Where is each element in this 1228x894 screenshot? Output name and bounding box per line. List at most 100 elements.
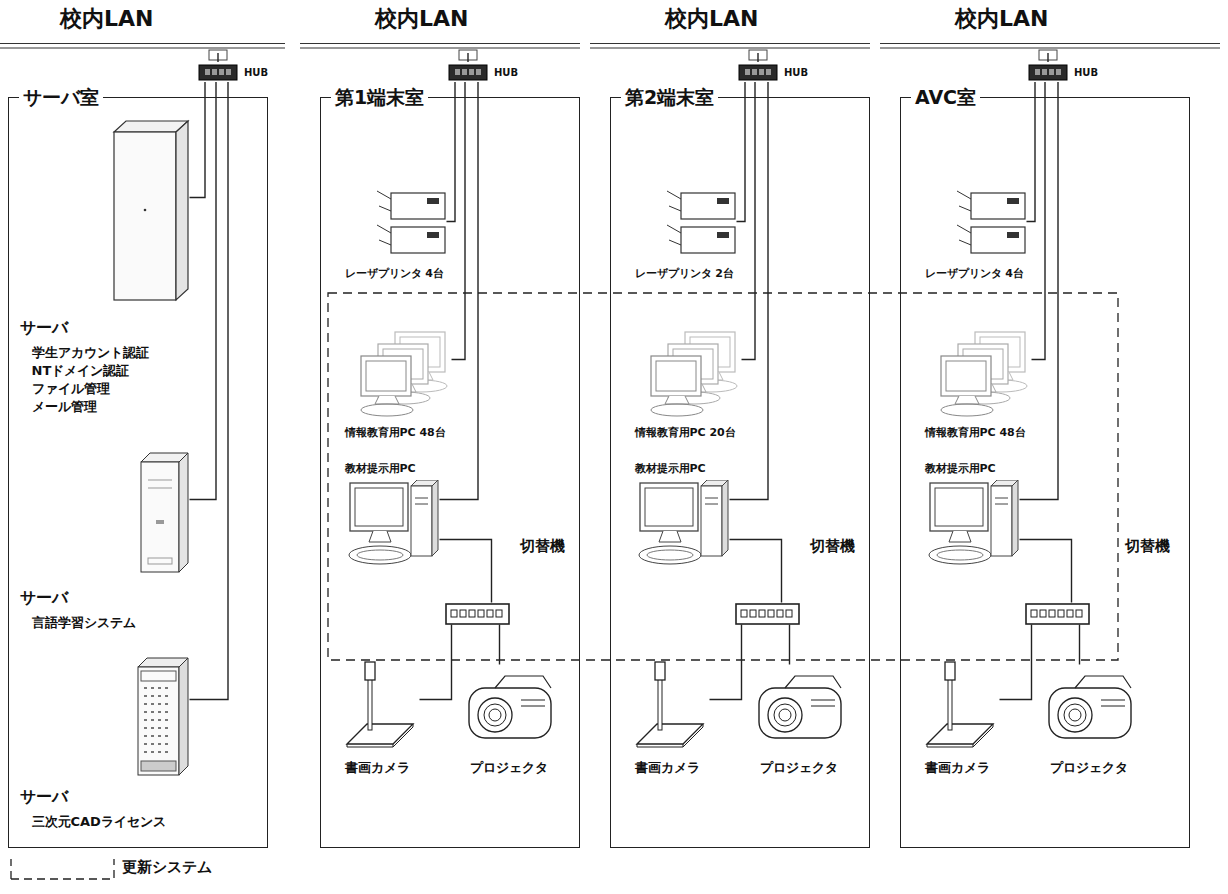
cable-line xyxy=(1020,540,1072,603)
cable-line xyxy=(440,540,492,603)
hub-device: HUB xyxy=(448,62,523,82)
sw-drawing xyxy=(1025,603,1090,625)
device-node: プロジェクタ xyxy=(465,665,560,785)
device-node: サーバ言語学習システム xyxy=(20,450,190,640)
lan-segment: 校内LAN xyxy=(0,5,285,53)
printer-drawing xyxy=(375,185,447,260)
server-role: 学生アカウント認証 NTドメイン認証 ファイル管理 メール管理 xyxy=(32,344,159,417)
server-label: サーバ xyxy=(20,318,68,339)
cable-line xyxy=(1032,82,1046,360)
cable-line xyxy=(217,53,218,62)
hub-icon xyxy=(1028,62,1068,82)
camera-drawing xyxy=(635,660,705,748)
lan-drawing xyxy=(880,42,1220,50)
hub-device: HUB xyxy=(198,62,273,82)
tower-drawing xyxy=(138,450,190,575)
printer-label: レーザプリンタ 2台 xyxy=(635,267,734,281)
camera-label: 書画カメラ xyxy=(345,760,410,777)
cable-line xyxy=(742,82,756,360)
device-node: 情報教育用PC 20台 xyxy=(635,330,742,445)
lan-label: 校内LAN xyxy=(665,5,758,34)
camera-label: 書画カメラ xyxy=(925,760,990,777)
projector-drawing xyxy=(755,670,845,745)
update-region-outline xyxy=(328,293,1118,660)
lan-icon xyxy=(880,42,1220,50)
pc-drawing xyxy=(925,480,1020,573)
projector-drawing xyxy=(465,670,555,745)
device-node: プロジェクタ xyxy=(755,665,850,785)
hub-drawing xyxy=(198,62,238,82)
device-node: レーザプリンタ 4台 xyxy=(345,185,447,285)
hub-drawing xyxy=(1028,62,1068,82)
device-node: 教材提示用PC xyxy=(345,462,440,575)
hub-icon xyxy=(738,62,778,82)
device-node: 切替機 xyxy=(735,603,800,625)
rack-icon xyxy=(110,118,190,303)
cable-line xyxy=(452,82,466,360)
cable-line xyxy=(499,625,500,665)
cable-line xyxy=(190,82,206,198)
server-label: サーバ xyxy=(20,588,68,609)
server-role: 言語学習システム xyxy=(32,614,136,632)
room-heading: AVC室 xyxy=(911,85,980,110)
pc-label: 教材提示用PC xyxy=(925,462,996,476)
cable-line xyxy=(190,82,217,500)
lan-label: 校内LAN xyxy=(375,5,468,34)
sw-drawing xyxy=(735,603,800,625)
lan-label: 校内LAN xyxy=(955,5,1048,34)
pcs-drawing xyxy=(937,330,1032,420)
hub-icon xyxy=(448,62,488,82)
hub-label: HUB xyxy=(784,66,808,79)
room-heading: サーバ室 xyxy=(19,85,103,110)
device-node: 書画カメラ xyxy=(920,660,1000,785)
device-node: 情報教育用PC 48台 xyxy=(345,330,452,445)
cable-line xyxy=(1027,82,1036,222)
lan-segment: 校内LAN xyxy=(300,5,580,53)
printer-drawing xyxy=(955,185,1027,260)
server-label: サーバ xyxy=(20,787,68,808)
device-node: レーザプリンタ 4台 xyxy=(925,185,1027,285)
hub-label: HUB xyxy=(494,66,518,79)
tower3-icon xyxy=(135,655,190,777)
device-node: サーバ三次元CADライセンス xyxy=(20,655,190,835)
cable-line xyxy=(789,625,790,665)
legend-text: 更新システム xyxy=(122,858,212,878)
device-node: サーバ学生アカウント認証 NTドメイン認証 ファイル管理 メール管理 xyxy=(20,118,190,428)
cable-line xyxy=(467,53,468,62)
pc-icon xyxy=(345,480,440,573)
tower3-drawing xyxy=(135,655,190,777)
room-box: AVC室レーザプリンタ 4台情報教育用PC 48台教材提示用PC切替機書画カメラ… xyxy=(900,97,1190,848)
hub-drawing xyxy=(738,62,778,82)
projector-label: プロジェクタ xyxy=(760,760,838,777)
projector-label: プロジェクタ xyxy=(1050,760,1128,777)
sw-icon xyxy=(1025,603,1090,625)
printer-drawing xyxy=(665,185,737,260)
cable-line xyxy=(737,82,746,222)
printer-label: レーザプリンタ 4台 xyxy=(345,267,444,281)
printer-icon xyxy=(955,185,1027,260)
switch-label: 切替機 xyxy=(810,537,855,557)
projector-icon xyxy=(1045,670,1135,745)
room-box: 第1端末室レーザプリンタ 4台情報教育用PC 48台教材提示用PC切替機書画カメ… xyxy=(320,97,580,848)
hub-device: HUB xyxy=(738,62,813,82)
dashed-sample xyxy=(11,859,114,879)
lan-drawing xyxy=(300,42,580,50)
projector-icon xyxy=(755,670,845,745)
sw-drawing xyxy=(445,603,510,625)
switch-label: 切替機 xyxy=(520,537,565,557)
camera-icon xyxy=(635,660,705,748)
camera-icon xyxy=(925,660,995,748)
pc-group-label: 情報教育用PC 48台 xyxy=(345,426,446,440)
device-node: 切替機 xyxy=(445,603,510,625)
cable-line xyxy=(1047,53,1048,62)
device-node: 書画カメラ xyxy=(630,660,710,785)
pc-drawing xyxy=(635,480,730,573)
tower-icon xyxy=(138,450,190,575)
hub-icon xyxy=(198,62,238,82)
device-node: 切替機 xyxy=(1025,603,1090,625)
server-role: 三次元CADライセンス xyxy=(32,813,166,831)
hub-device: HUB xyxy=(1028,62,1103,82)
lan-label: 校内LAN xyxy=(60,5,153,34)
pc-drawing xyxy=(345,480,440,573)
